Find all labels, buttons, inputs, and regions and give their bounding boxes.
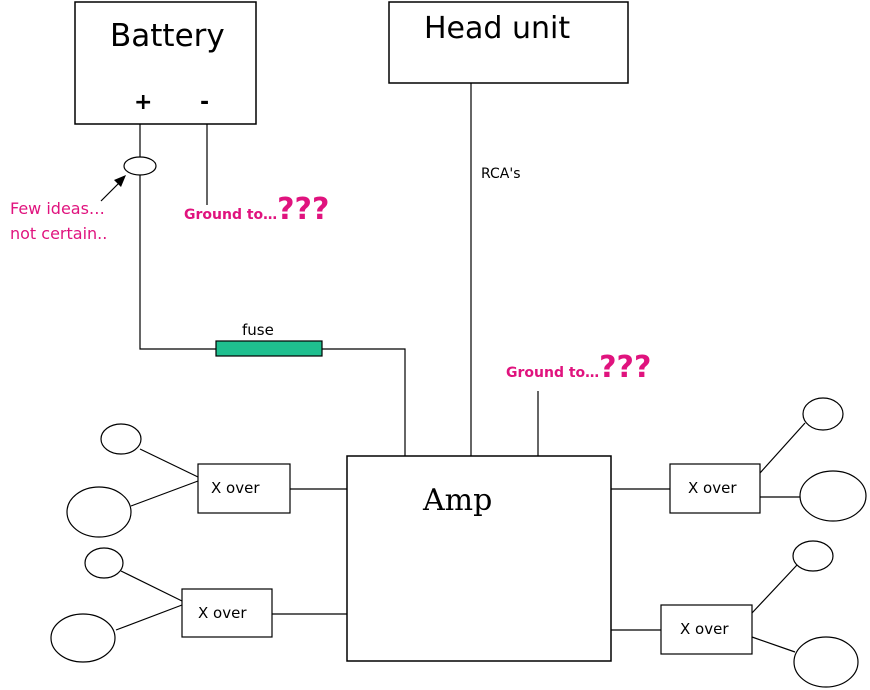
battery-ground-note: Ground to…??? — [184, 192, 329, 227]
head-unit-box — [388, 1, 629, 84]
few-ideas-note-line1: Few ideas… — [10, 199, 105, 218]
xover-bottom-left — [181, 588, 273, 638]
xover-bottom-right-to-large-speaker-wire — [751, 636, 796, 653]
speaker-top-left-small — [100, 423, 142, 455]
fuse — [215, 340, 323, 357]
xover-bottom-left-label: X over — [198, 604, 247, 622]
annotation-arrow-head — [114, 175, 126, 187]
speaker-bottom-left-large — [50, 613, 116, 663]
xover-top-right — [669, 463, 761, 514]
speaker-top-right-large — [799, 470, 867, 522]
battery-ground-question-marks: ??? — [277, 192, 329, 227]
battery-negative-terminal: - — [200, 90, 209, 115]
amp-label: Amp — [422, 483, 492, 518]
rca-label: RCA's — [481, 166, 521, 182]
speaker-bottom-right-small — [792, 540, 834, 572]
xover-bottom-right-label: X over — [680, 620, 729, 638]
xover-top-right-to-small-speaker-wire — [759, 422, 806, 474]
xover-bottom-right-to-small-speaker-wire — [751, 564, 798, 614]
battery-box — [74, 1, 257, 125]
xover-bottom-right — [660, 604, 753, 655]
few-ideas-note-line2: not certain.. — [10, 224, 107, 243]
amp-box — [346, 455, 612, 662]
battery-label: Battery — [110, 18, 225, 54]
amp-ground-question-marks: ??? — [599, 350, 651, 385]
xover-top-left-to-large-speaker-wire — [130, 480, 199, 507]
battery-connector — [123, 156, 157, 176]
xover-top-left-label: X over — [211, 479, 260, 497]
power-wire-fuse-to-amp — [322, 348, 406, 456]
xover-top-left-to-small-speaker-wire — [139, 448, 199, 478]
battery-positive-terminal: + — [134, 90, 152, 115]
speaker-top-left-large — [66, 486, 132, 538]
amp-ground-note-prefix: Ground to… — [506, 365, 599, 381]
xover-top-right-label: X over — [688, 479, 737, 497]
power-wire-connector-to-fuse — [139, 175, 216, 350]
xover-top-left — [197, 463, 291, 514]
speaker-bottom-left-small — [84, 547, 124, 579]
xover-bottom-left-to-small-speaker-wire — [120, 570, 183, 602]
speaker-top-right-small — [802, 397, 844, 431]
speaker-bottom-right-large — [793, 636, 859, 688]
head-unit-label: Head unit — [424, 11, 570, 46]
battery-ground-note-prefix: Ground to… — [184, 207, 277, 223]
amp-ground-note: Ground to…??? — [506, 350, 651, 385]
xover-bottom-left-to-large-speaker-wire — [115, 604, 183, 631]
fuse-label: fuse — [242, 321, 274, 339]
